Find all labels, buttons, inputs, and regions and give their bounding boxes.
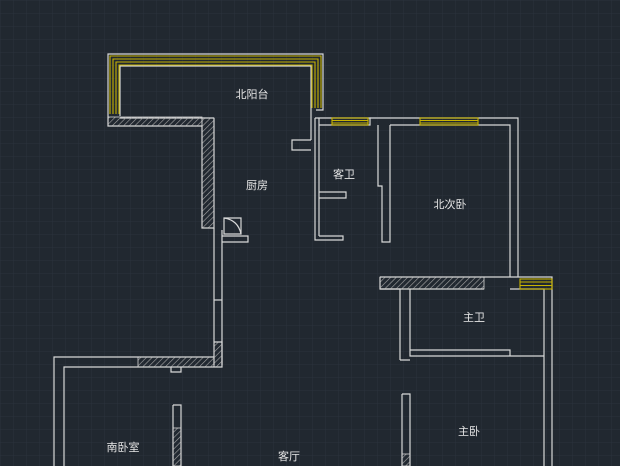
room-label-south-bedroom: 南卧室	[107, 440, 140, 454]
hatched-walls	[107, 116, 485, 466]
room-label-guest-bath: 客卫	[333, 167, 355, 181]
room-label-master-bath: 主卫	[463, 311, 485, 324]
room-label-north-bedroom: 北次卧	[434, 197, 467, 211]
room-label-living-room: 客厅	[278, 449, 300, 463]
room-label-master-bedroom: 主卧	[458, 425, 480, 438]
room-label-north-balcony: 北阳台	[236, 87, 269, 101]
room-label-kitchen: 厨房	[246, 179, 268, 192]
windows	[109, 55, 553, 290]
